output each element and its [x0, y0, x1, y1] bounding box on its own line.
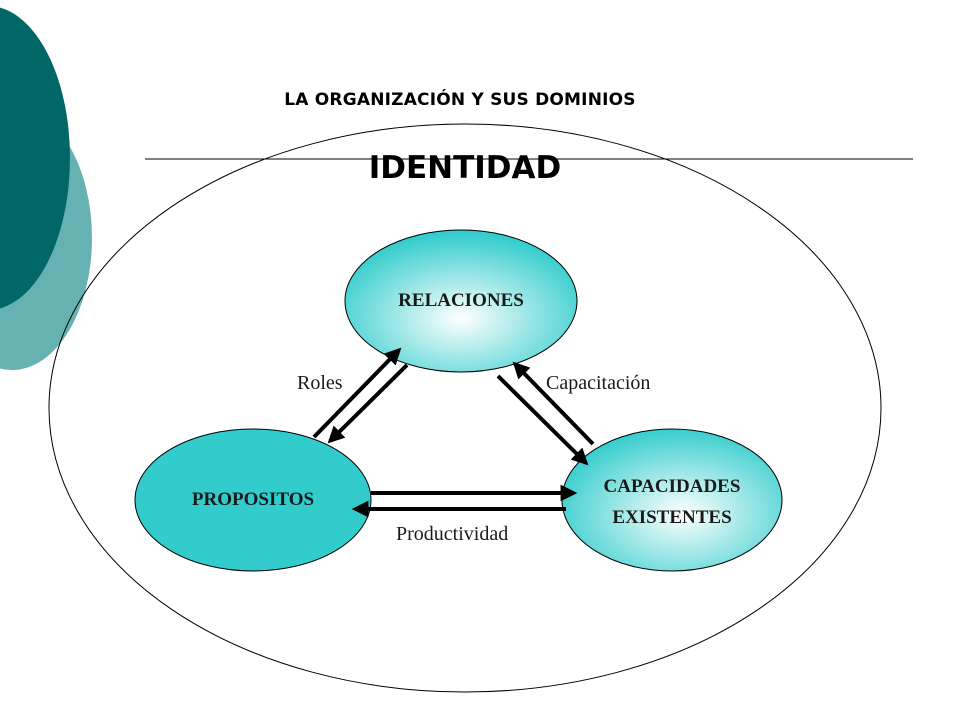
node-label-relaciones: RELACIONES — [361, 285, 561, 316]
relaciones-text: RELACIONES — [398, 290, 524, 311]
arrow-capacidades-to-relaciones — [512, 361, 595, 446]
arrow-relaciones-to-capacidades — [496, 374, 589, 466]
edge-label-roles: Roles — [297, 372, 343, 394]
node-relaciones — [344, 229, 578, 373]
decor-circle-dark — [0, 7, 70, 309]
arrow-propositos-to-relaciones — [312, 347, 402, 439]
capacidades-line1: CAPACIDADES — [603, 476, 741, 497]
identity-label: IDENTIDAD — [368, 150, 562, 186]
capacidades-line2: EXISTENTES — [612, 507, 732, 528]
node-label-capacidades: CAPACIDADES EXISTENTES — [572, 471, 772, 533]
identity-boundary — [48, 123, 882, 693]
node-propositos — [134, 428, 372, 572]
propositos-text: PROPOSITOS — [191, 489, 315, 510]
page-title: LA ORGANIZACIÓN Y SUS DOMINIOS — [284, 90, 636, 110]
node-label-propositos: PROPOSITOS — [153, 484, 353, 515]
edge-label-productividad: Productividad — [396, 523, 509, 545]
arrow-relaciones-to-propositos — [327, 363, 409, 444]
edge-label-capacitacion: Capacitación — [546, 372, 651, 394]
